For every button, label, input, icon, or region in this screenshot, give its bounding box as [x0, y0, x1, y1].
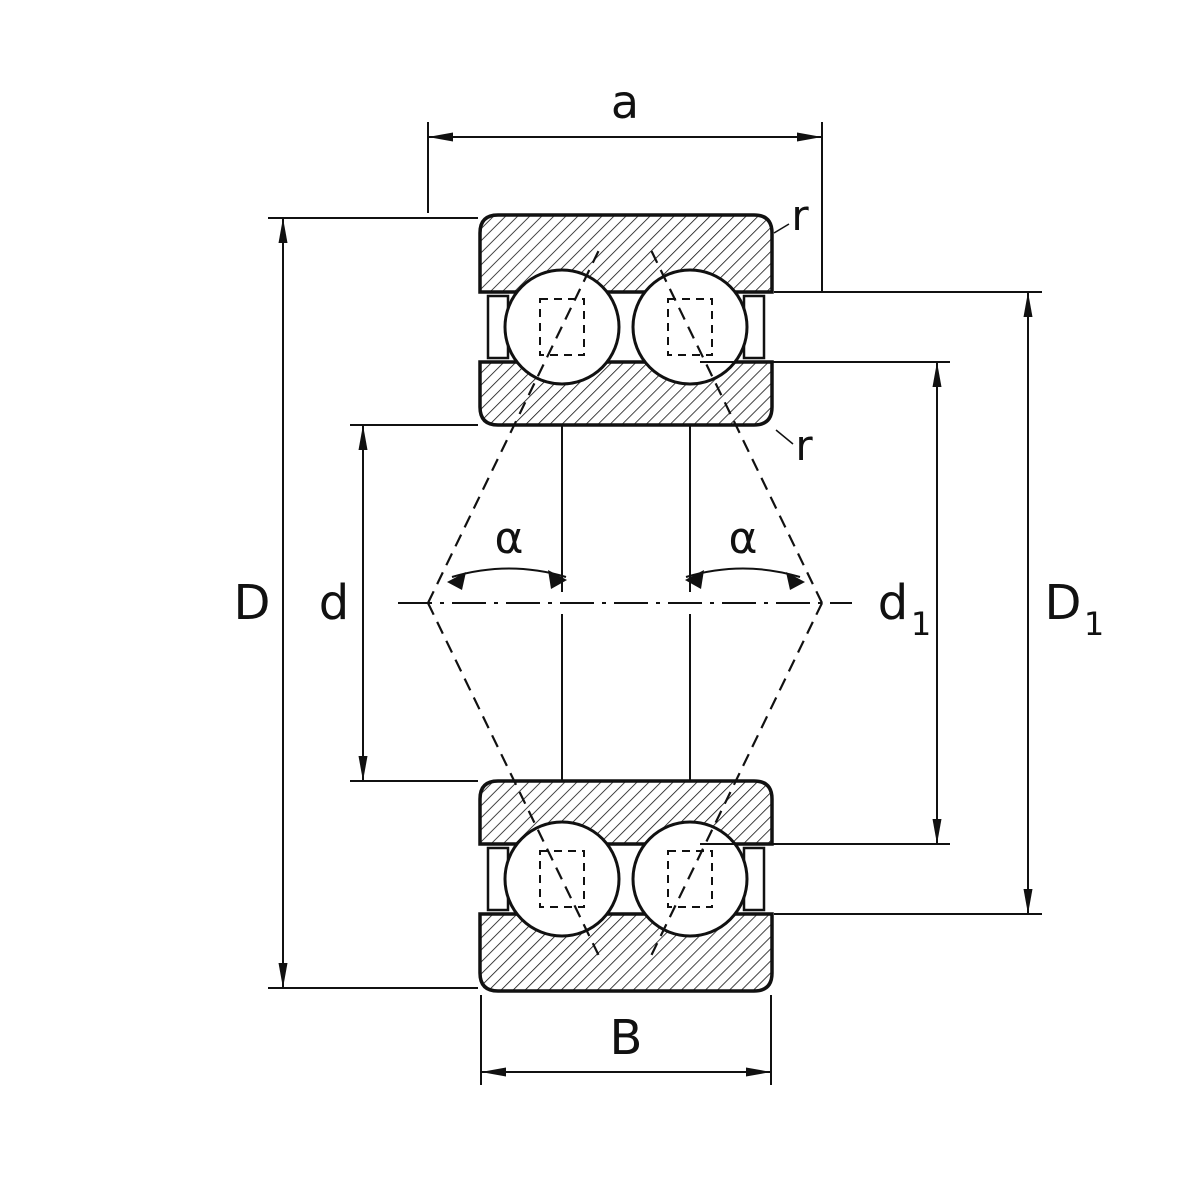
lower-cage-pocket-left — [539, 850, 585, 908]
dimension-d: d — [319, 424, 478, 782]
contact-line-lower-left — [427, 602, 600, 957]
alpha-arrowhead-right-inner — [685, 570, 704, 589]
dim-D-label: D — [234, 575, 271, 631]
dim-a-label: a — [611, 75, 639, 129]
dim-B-label: B — [610, 1010, 643, 1066]
corner-radius-callouts: r r — [773, 191, 813, 470]
contact-line-upper-left — [427, 249, 600, 604]
upper-ball-right — [631, 268, 749, 386]
dimension-D1: D 1 — [774, 291, 1104, 915]
radius-leader-top — [773, 223, 790, 234]
bearing-lower-section — [478, 779, 774, 993]
upper-inner-ring — [478, 360, 774, 427]
radius-label-inner: r — [795, 421, 813, 470]
bearing-upper-section — [478, 213, 774, 427]
lower-cage-pocket-right — [667, 850, 713, 908]
dimension-d1: d 1 — [700, 361, 950, 845]
dim-D1-subscript: 1 — [1084, 605, 1104, 643]
alpha-arrowhead-left-outer — [447, 572, 466, 590]
dimension-a: a — [427, 75, 823, 293]
contact-line-lower-right — [650, 602, 823, 957]
alpha-arrowhead-left-inner — [548, 570, 567, 589]
dim-D1-label: D — [1045, 575, 1082, 631]
dimension-B: B — [480, 995, 772, 1085]
contact-line-upper-right — [650, 249, 823, 604]
upper-outer-ring — [478, 213, 774, 294]
radius-label-top: r — [791, 191, 809, 240]
lower-ball-right — [631, 820, 749, 938]
dim-d1-label: d — [878, 575, 908, 631]
contact-angle-label-left: α — [494, 513, 523, 564]
contact-angle-label-right: α — [728, 513, 757, 564]
upper-cage-pocket-right — [667, 298, 713, 356]
radius-leader-inner — [775, 429, 794, 445]
dimension-D: D — [234, 217, 478, 989]
upper-cage-pocket-left — [539, 298, 585, 356]
dim-d-label: d — [319, 575, 349, 631]
alpha-arrowhead-right-outer — [786, 572, 805, 590]
lower-outer-ring — [478, 912, 774, 993]
lower-inner-ring — [478, 779, 774, 846]
contact-pressure-lines — [427, 249, 823, 957]
dim-d1-subscript: 1 — [911, 605, 931, 643]
contact-angle-annotations: α α — [447, 513, 805, 590]
